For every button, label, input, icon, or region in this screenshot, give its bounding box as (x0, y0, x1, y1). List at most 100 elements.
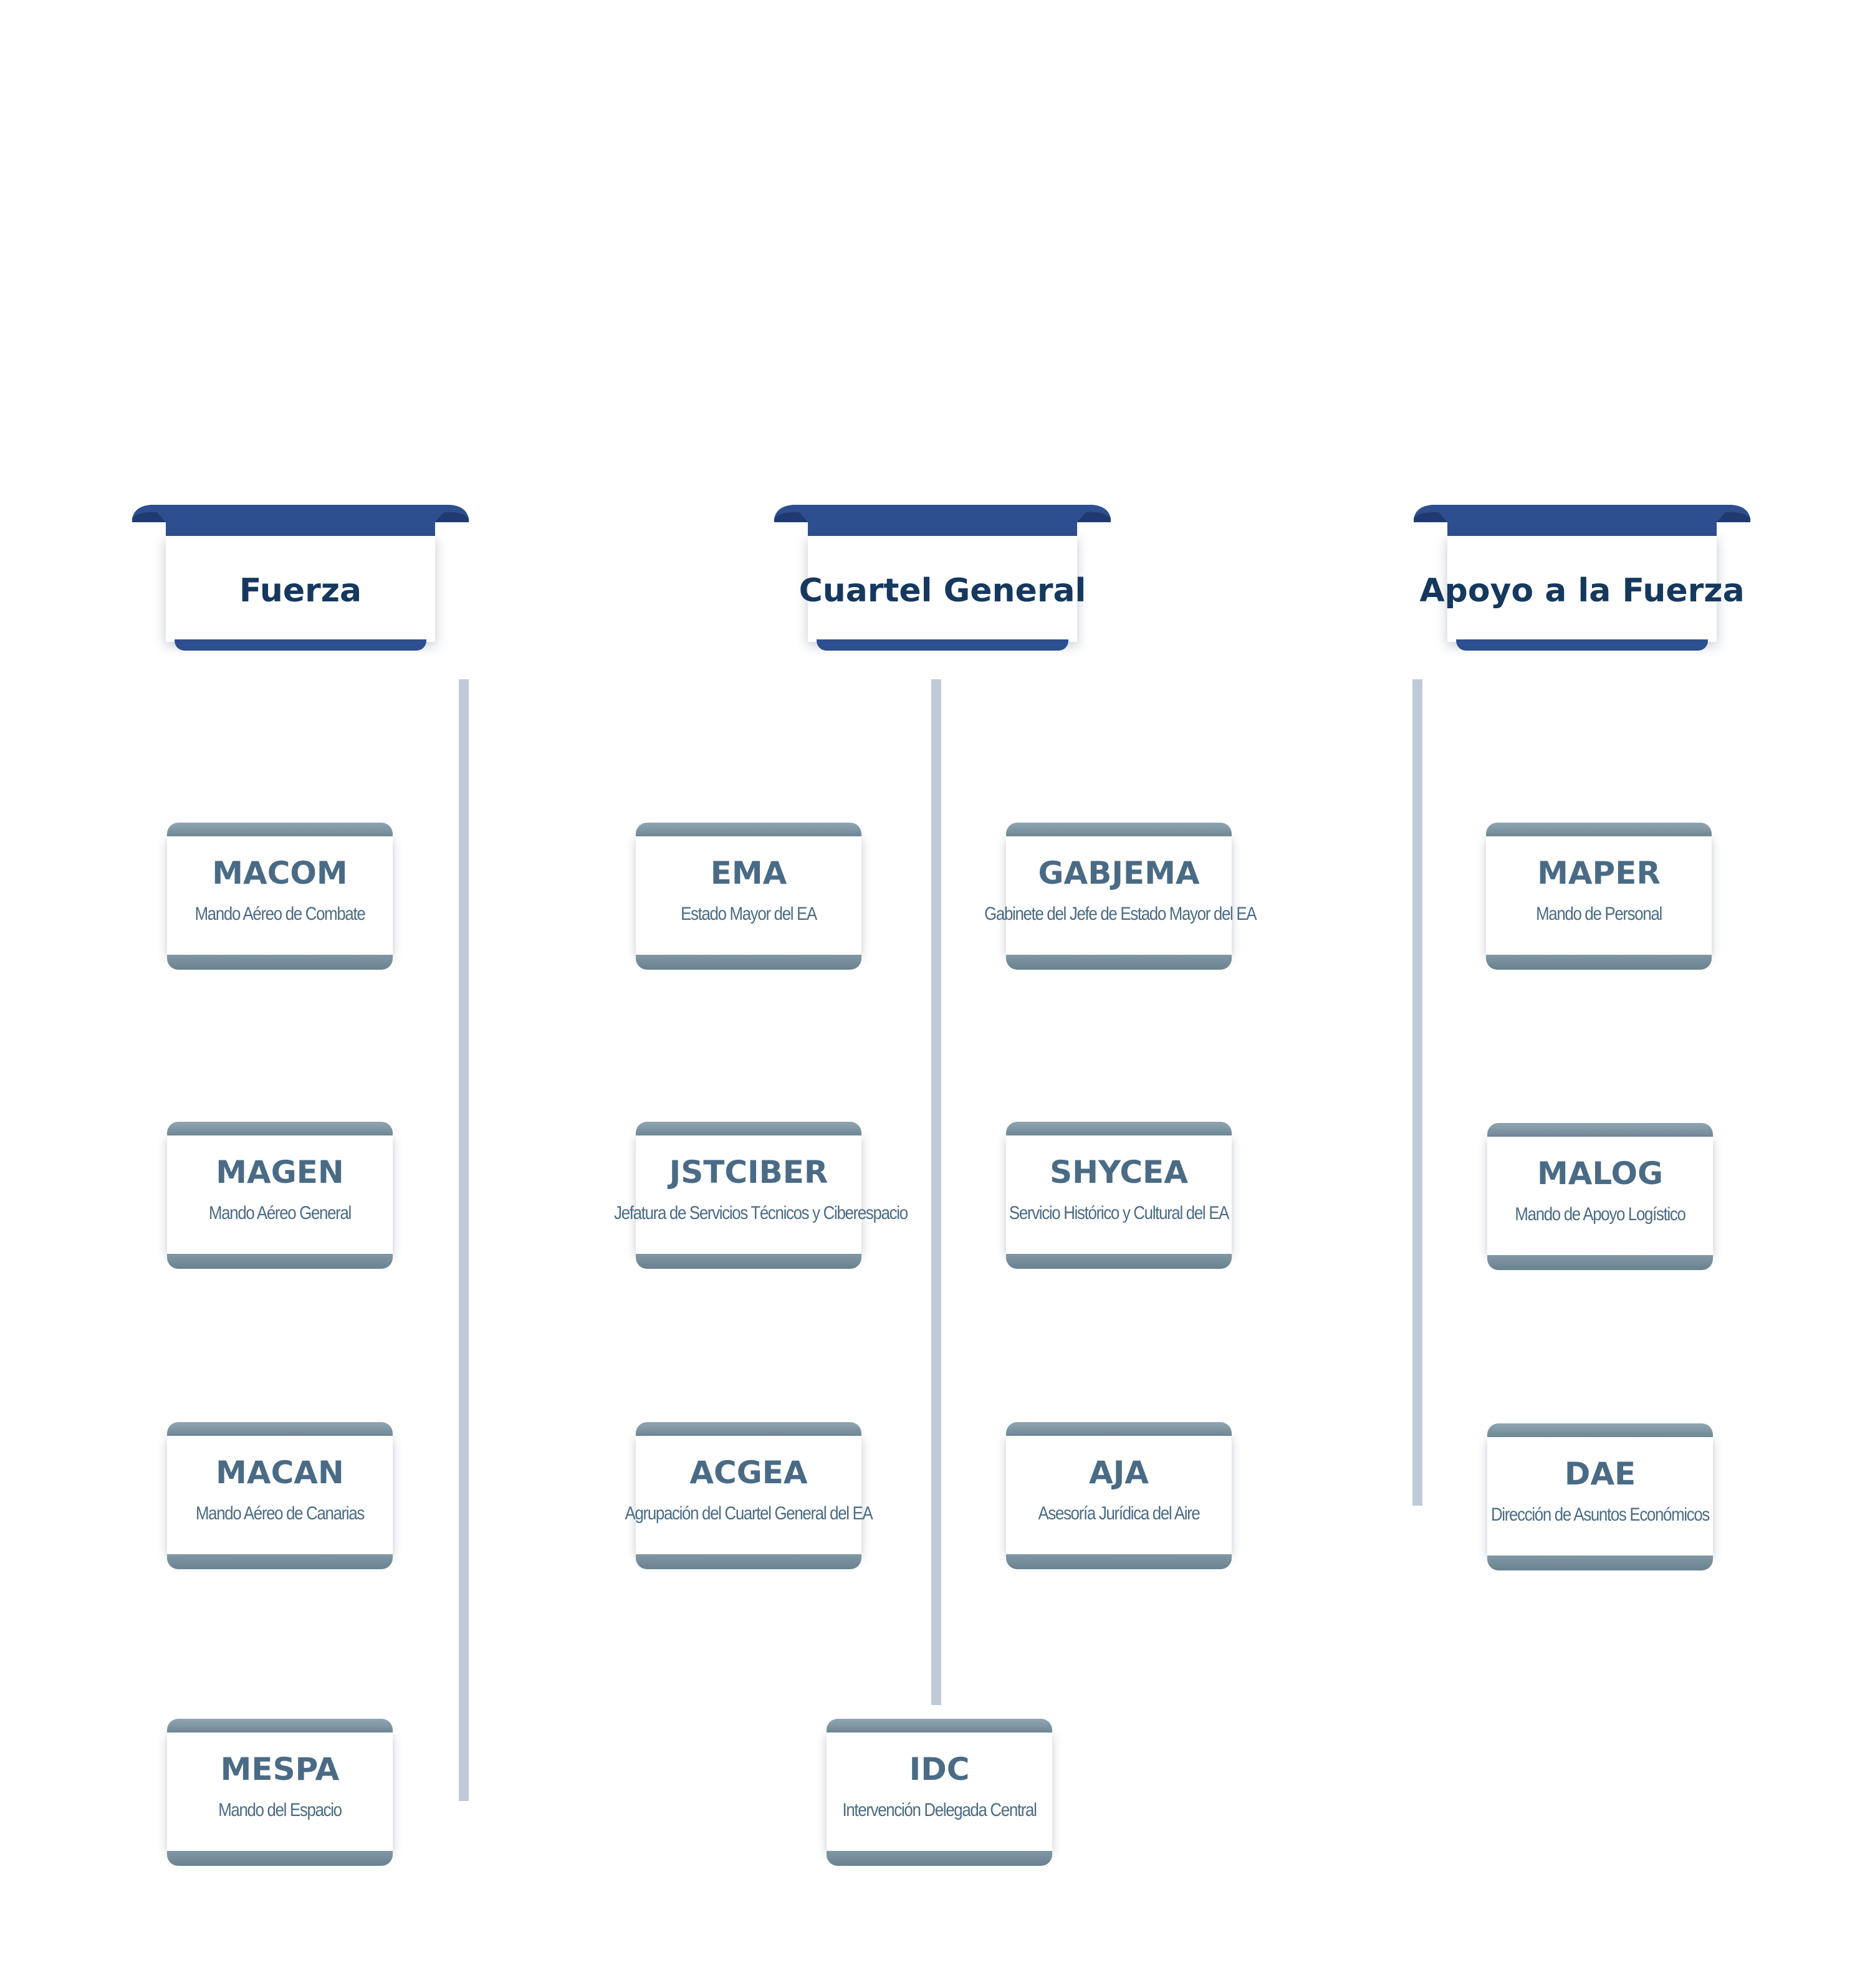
unit-abbreviation: MACAN (216, 1455, 344, 1491)
card-bottom-band (636, 955, 861, 970)
unit-full-name: Jefatura de Servicios Técnicos y Ciberes… (614, 1203, 908, 1223)
card-top-band (636, 1122, 861, 1135)
unit-card-gabjema[interactable]: GABJEMA Gabinete del Jefe de Estado Mayo… (984, 823, 1257, 970)
unit-abbreviation: ACGEA (689, 1455, 808, 1491)
header-ribbon (1414, 505, 1750, 536)
card-bottom-band (1006, 1254, 1232, 1269)
unit-card-idc[interactable]: IDC Intervención Delegada Central (827, 1719, 1052, 1866)
unit-full-name: Agrupación del Cuartel General del EA (625, 1503, 873, 1524)
unit-card-acgea[interactable]: ACGEA Agrupación del Cuartel General del… (625, 1422, 873, 1569)
unit-abbreviation: MESPA (220, 1751, 340, 1787)
section-title: Fuerza (239, 572, 362, 609)
unit-card-aja[interactable]: AJA Asesoría Jurídica del Aire (1006, 1422, 1232, 1569)
card-body (167, 1135, 393, 1254)
card-body (167, 1732, 393, 1851)
card-body (1487, 1437, 1713, 1556)
unit-abbreviation: GABJEMA (1038, 855, 1200, 891)
header-underline (175, 639, 426, 651)
header-panel (808, 536, 1077, 642)
card-bottom-band (827, 1851, 1052, 1866)
card-bottom-band (167, 1254, 393, 1269)
card-bottom-band (636, 1254, 861, 1269)
unit-card-maper[interactable]: MAPER Mando de Personal (1486, 823, 1712, 970)
unit-abbreviation: MAGEN (216, 1154, 344, 1190)
section-title: Apoyo a la Fuerza (1419, 572, 1745, 609)
card-body (1487, 1137, 1713, 1255)
unit-card-magen[interactable]: MAGEN Mando Aéreo General (167, 1122, 393, 1269)
card-bottom-band (167, 955, 393, 970)
unit-full-name: Mando de Personal (1536, 904, 1662, 924)
card-bottom-band (1487, 1556, 1713, 1570)
card-top-band (1487, 1123, 1713, 1137)
card-top-band (167, 1122, 393, 1135)
header-panel (166, 536, 435, 642)
unit-full-name: Mando Aéreo de Canarias (195, 1503, 365, 1524)
unit-full-name: Mando Aéreo de Combate (194, 904, 366, 924)
card-bottom-band (167, 1851, 393, 1866)
unit-card-ema[interactable]: EMA Estado Mayor del EA (636, 823, 861, 970)
cuartel-general-connector-line (931, 679, 941, 1705)
card-bottom-band (1486, 955, 1712, 970)
card-body (1006, 1135, 1232, 1254)
card-body (636, 1135, 861, 1254)
card-bottom-band (167, 1554, 393, 1569)
unit-abbreviation: MALOG (1537, 1155, 1664, 1192)
card-bottom-band (1006, 955, 1232, 970)
unit-full-name: Dirección de Asuntos Económicos (1490, 1504, 1710, 1525)
section-title: Cuartel General (798, 572, 1086, 609)
unit-full-name: Mando Aéreo General (209, 1203, 352, 1223)
card-top-band (1006, 823, 1232, 836)
unit-card-mespa[interactable]: MESPA Mando del Espacio (167, 1719, 393, 1866)
unit-abbreviation: SHYCEA (1050, 1154, 1188, 1190)
header-underline (1456, 639, 1708, 651)
unit-card-macan[interactable]: MACAN Mando Aéreo de Canarias (167, 1422, 393, 1569)
header-underline (817, 639, 1068, 651)
card-top-band (827, 1719, 1052, 1732)
card-top-band (167, 823, 393, 836)
unit-card-malog[interactable]: MALOG Mando de Apoyo Logístico (1487, 1123, 1713, 1270)
unit-card-dae[interactable]: DAE Dirección de Asuntos Económicos (1487, 1423, 1713, 1570)
unit-full-name: Intervención Delegada Central (842, 1800, 1037, 1820)
unit-full-name: Servicio Histórico y Cultural del EA (1009, 1203, 1229, 1223)
card-top-band (167, 1719, 393, 1732)
header-ribbon (774, 505, 1111, 536)
card-top-band (636, 823, 861, 836)
card-top-band (1487, 1423, 1713, 1437)
unit-full-name: Mando de Apoyo Logístico (1515, 1204, 1685, 1225)
header-panel (1447, 536, 1717, 642)
unit-abbreviation: JSTCIBER (669, 1154, 828, 1190)
card-bottom-band (636, 1554, 861, 1569)
card-top-band (1006, 1422, 1232, 1436)
unit-abbreviation: MAPER (1537, 855, 1661, 891)
unit-card-shycea[interactable]: SHYCEA Servicio Histórico y Cultural del… (1006, 1122, 1232, 1269)
unit-full-name: Asesoría Jurídica del Aire (1038, 1503, 1200, 1524)
unit-full-name: Estado Mayor del EA (681, 904, 817, 924)
card-body (1486, 836, 1712, 955)
unit-card-jstciber[interactable]: JSTCIBER Jefatura de Servicios Técnicos … (614, 1122, 908, 1269)
unit-full-name: Mando del Espacio (218, 1800, 342, 1820)
header-cuartel-general: Cuartel General (774, 504, 1111, 666)
card-body (636, 1436, 861, 1554)
unit-full-name: Gabinete del Jefe de Estado Mayor del EA (984, 904, 1257, 924)
card-body (167, 836, 393, 955)
unit-abbreviation: EMA (710, 855, 787, 891)
card-top-band (636, 1422, 861, 1436)
header-apoyo-a-la-fuerza: Apoyo a la Fuerza (1414, 504, 1750, 666)
card-bottom-band (1487, 1255, 1713, 1270)
card-top-band (1486, 823, 1712, 836)
card-top-band (167, 1422, 393, 1436)
card-bottom-band (1006, 1554, 1232, 1569)
card-body (167, 1436, 393, 1554)
card-top-band (1006, 1122, 1232, 1135)
card-body (636, 836, 861, 955)
unit-abbreviation: IDC (909, 1751, 970, 1787)
card-body (827, 1732, 1052, 1851)
unit-card-macom[interactable]: MACOM Mando Aéreo de Combate (167, 823, 393, 970)
unit-abbreviation: MACOM (212, 855, 348, 891)
unit-abbreviation: DAE (1564, 1456, 1636, 1492)
unit-abbreviation: AJA (1089, 1455, 1149, 1491)
card-body (1006, 1436, 1232, 1554)
header-fuerza: Fuerza (132, 504, 469, 666)
fuerza-connector-line (459, 679, 469, 1801)
apoyo-connector-line (1412, 679, 1422, 1506)
